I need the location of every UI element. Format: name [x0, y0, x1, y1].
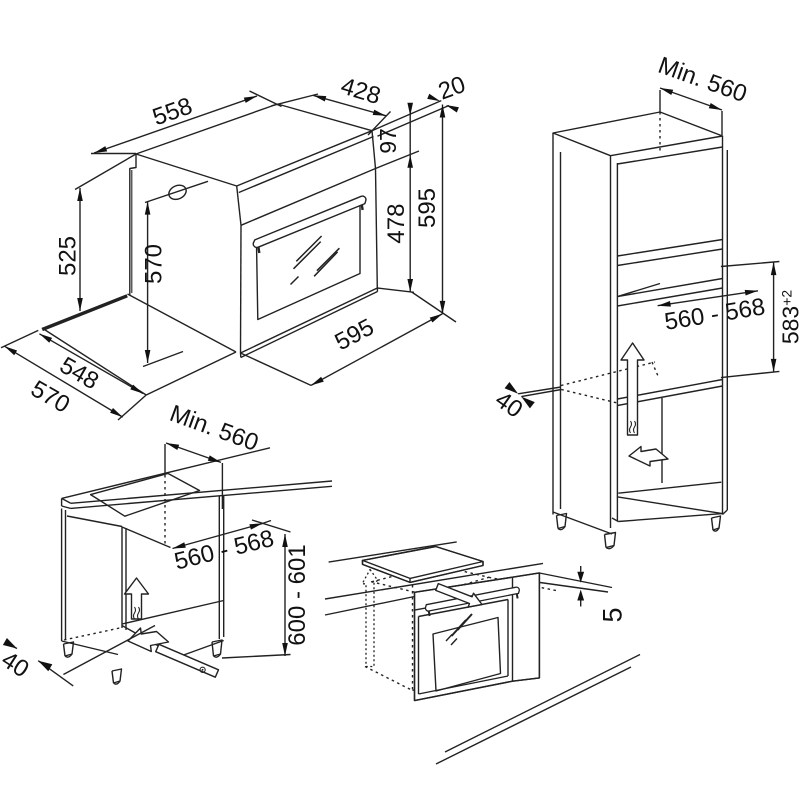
svg-text:583+2: 583+2	[778, 290, 800, 345]
svg-text:595: 595	[414, 188, 441, 228]
svg-text:5: 5	[598, 607, 628, 622]
svg-text:525: 525	[55, 236, 82, 276]
svg-text:570: 570	[141, 244, 168, 284]
svg-text:478: 478	[383, 204, 410, 244]
svg-text:97: 97	[375, 128, 401, 154]
svg-text:600 - 601: 600 - 601	[284, 544, 311, 645]
